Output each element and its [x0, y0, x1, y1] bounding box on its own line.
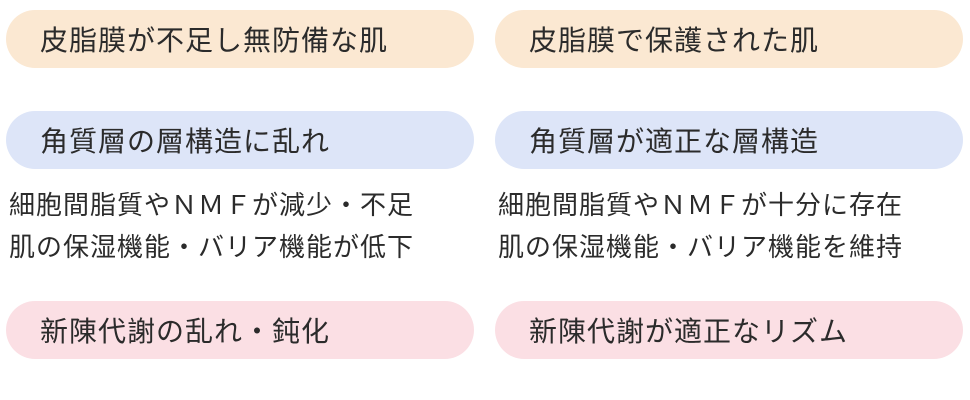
left-desc-line-1: 細胞間脂質やＮＭＦが減少・不足: [9, 191, 415, 221]
right-description: 細胞間脂質やＮＭＦが十分に存在 肌の保湿機能・バリア機能を維持: [498, 185, 903, 269]
right-pill-stratum: 角質層が適正な層構造: [495, 111, 963, 169]
right-pill-sebum: 皮脂膜で保護された肌: [495, 10, 963, 68]
right-pill-metabolism: 新陳代謝が適正なリズム: [495, 301, 963, 359]
right-desc-line-2: 肌の保湿機能・バリア機能を維持: [498, 233, 904, 263]
left-desc-line-2: 肌の保湿機能・バリア機能が低下: [9, 233, 415, 263]
left-pill-sebum: 皮脂膜が不足し無防備な肌: [6, 10, 474, 68]
right-desc-line-1: 細胞間脂質やＮＭＦが十分に存在: [498, 191, 904, 221]
left-description: 細胞間脂質やＮＭＦが減少・不足 肌の保湿機能・バリア機能が低下: [9, 185, 414, 269]
left-pill-stratum: 角質層の層構造に乱れ: [6, 111, 474, 169]
left-pill-metabolism: 新陳代謝の乱れ・鈍化: [6, 301, 474, 359]
